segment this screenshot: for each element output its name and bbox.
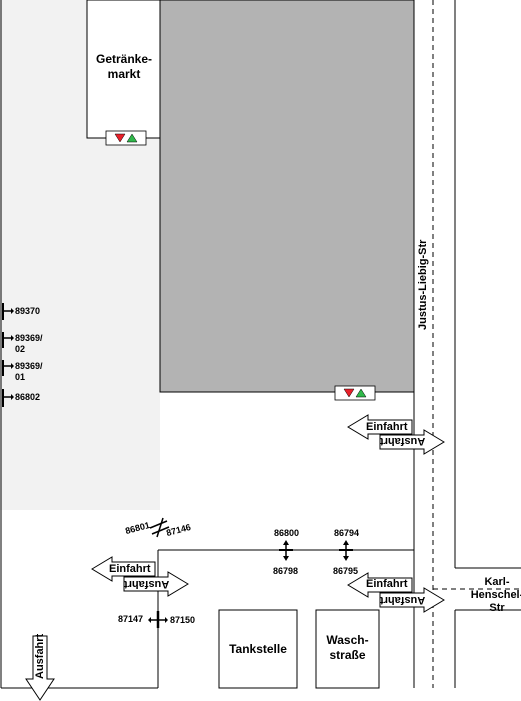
label-sign-89370: 89370 <box>15 306 41 316</box>
label-street-justus-liebig: Justus-Liebig-Str <box>417 239 429 330</box>
sign-marker-89369-01 <box>2 360 14 376</box>
entry-exit-arrow-upper <box>347 414 445 455</box>
label-sign-86795: 86795 <box>333 566 359 576</box>
label-ausfahrt-lot: Ausfahrt <box>124 578 170 590</box>
sign-marker-86802 <box>2 389 14 407</box>
entrance-marker-getraenkemarkt <box>105 130 147 146</box>
label-ausfahrt-street: Ausfahrt <box>380 594 426 606</box>
entry-exit-arrow-lower-street <box>347 572 445 613</box>
sign-marker-89370 <box>2 303 14 320</box>
label-sign-86794: 86794 <box>334 528 360 538</box>
entrance-marker-main-building <box>334 385 376 401</box>
label-sign-89369-01: 89369/ 01 <box>15 361 43 382</box>
sign-marker-87147-87150 <box>148 611 168 628</box>
label-sign-87147: 87147 <box>118 614 144 624</box>
sign-marker-86800-86798 <box>279 540 293 561</box>
label-ausfahrt-exit: Ausfahrt <box>34 633 46 679</box>
label-sign-86800: 86800 <box>274 528 300 538</box>
waschstrasse-building <box>315 609 380 689</box>
label-ausfahrt-upper: Ausfahrt <box>380 435 426 447</box>
label-sign-87150: 87150 <box>170 615 196 625</box>
label-getraenkemarkt: Getränke- markt <box>95 52 153 81</box>
entry-exit-arrow-lot <box>91 556 189 597</box>
getraenkemarkt-building <box>86 0 161 139</box>
sign-marker-89369-02 <box>2 332 14 348</box>
sign-marker-86794-86795 <box>339 540 353 561</box>
label-street-karl-henschel: Karl- Henschel- Str <box>470 576 521 614</box>
sign-marker-86801-87146 <box>149 517 170 538</box>
tankstelle-building <box>218 609 298 689</box>
label-tankstelle: Tankstelle <box>229 642 287 656</box>
label-sign-86798: 86798 <box>273 566 299 576</box>
label-sign-86802: 86802 <box>15 392 41 402</box>
main-building <box>159 0 415 393</box>
label-sign-89369-02: 89369/ 02 <box>15 333 43 354</box>
label-einfahrt-upper: Einfahrt <box>366 421 408 433</box>
exit-arrow-down <box>25 635 55 701</box>
label-einfahrt-lot: Einfahrt <box>109 563 151 575</box>
label-einfahrt-street: Einfahrt <box>366 578 408 590</box>
label-waschstrasse: Wasch- straße <box>326 633 369 662</box>
